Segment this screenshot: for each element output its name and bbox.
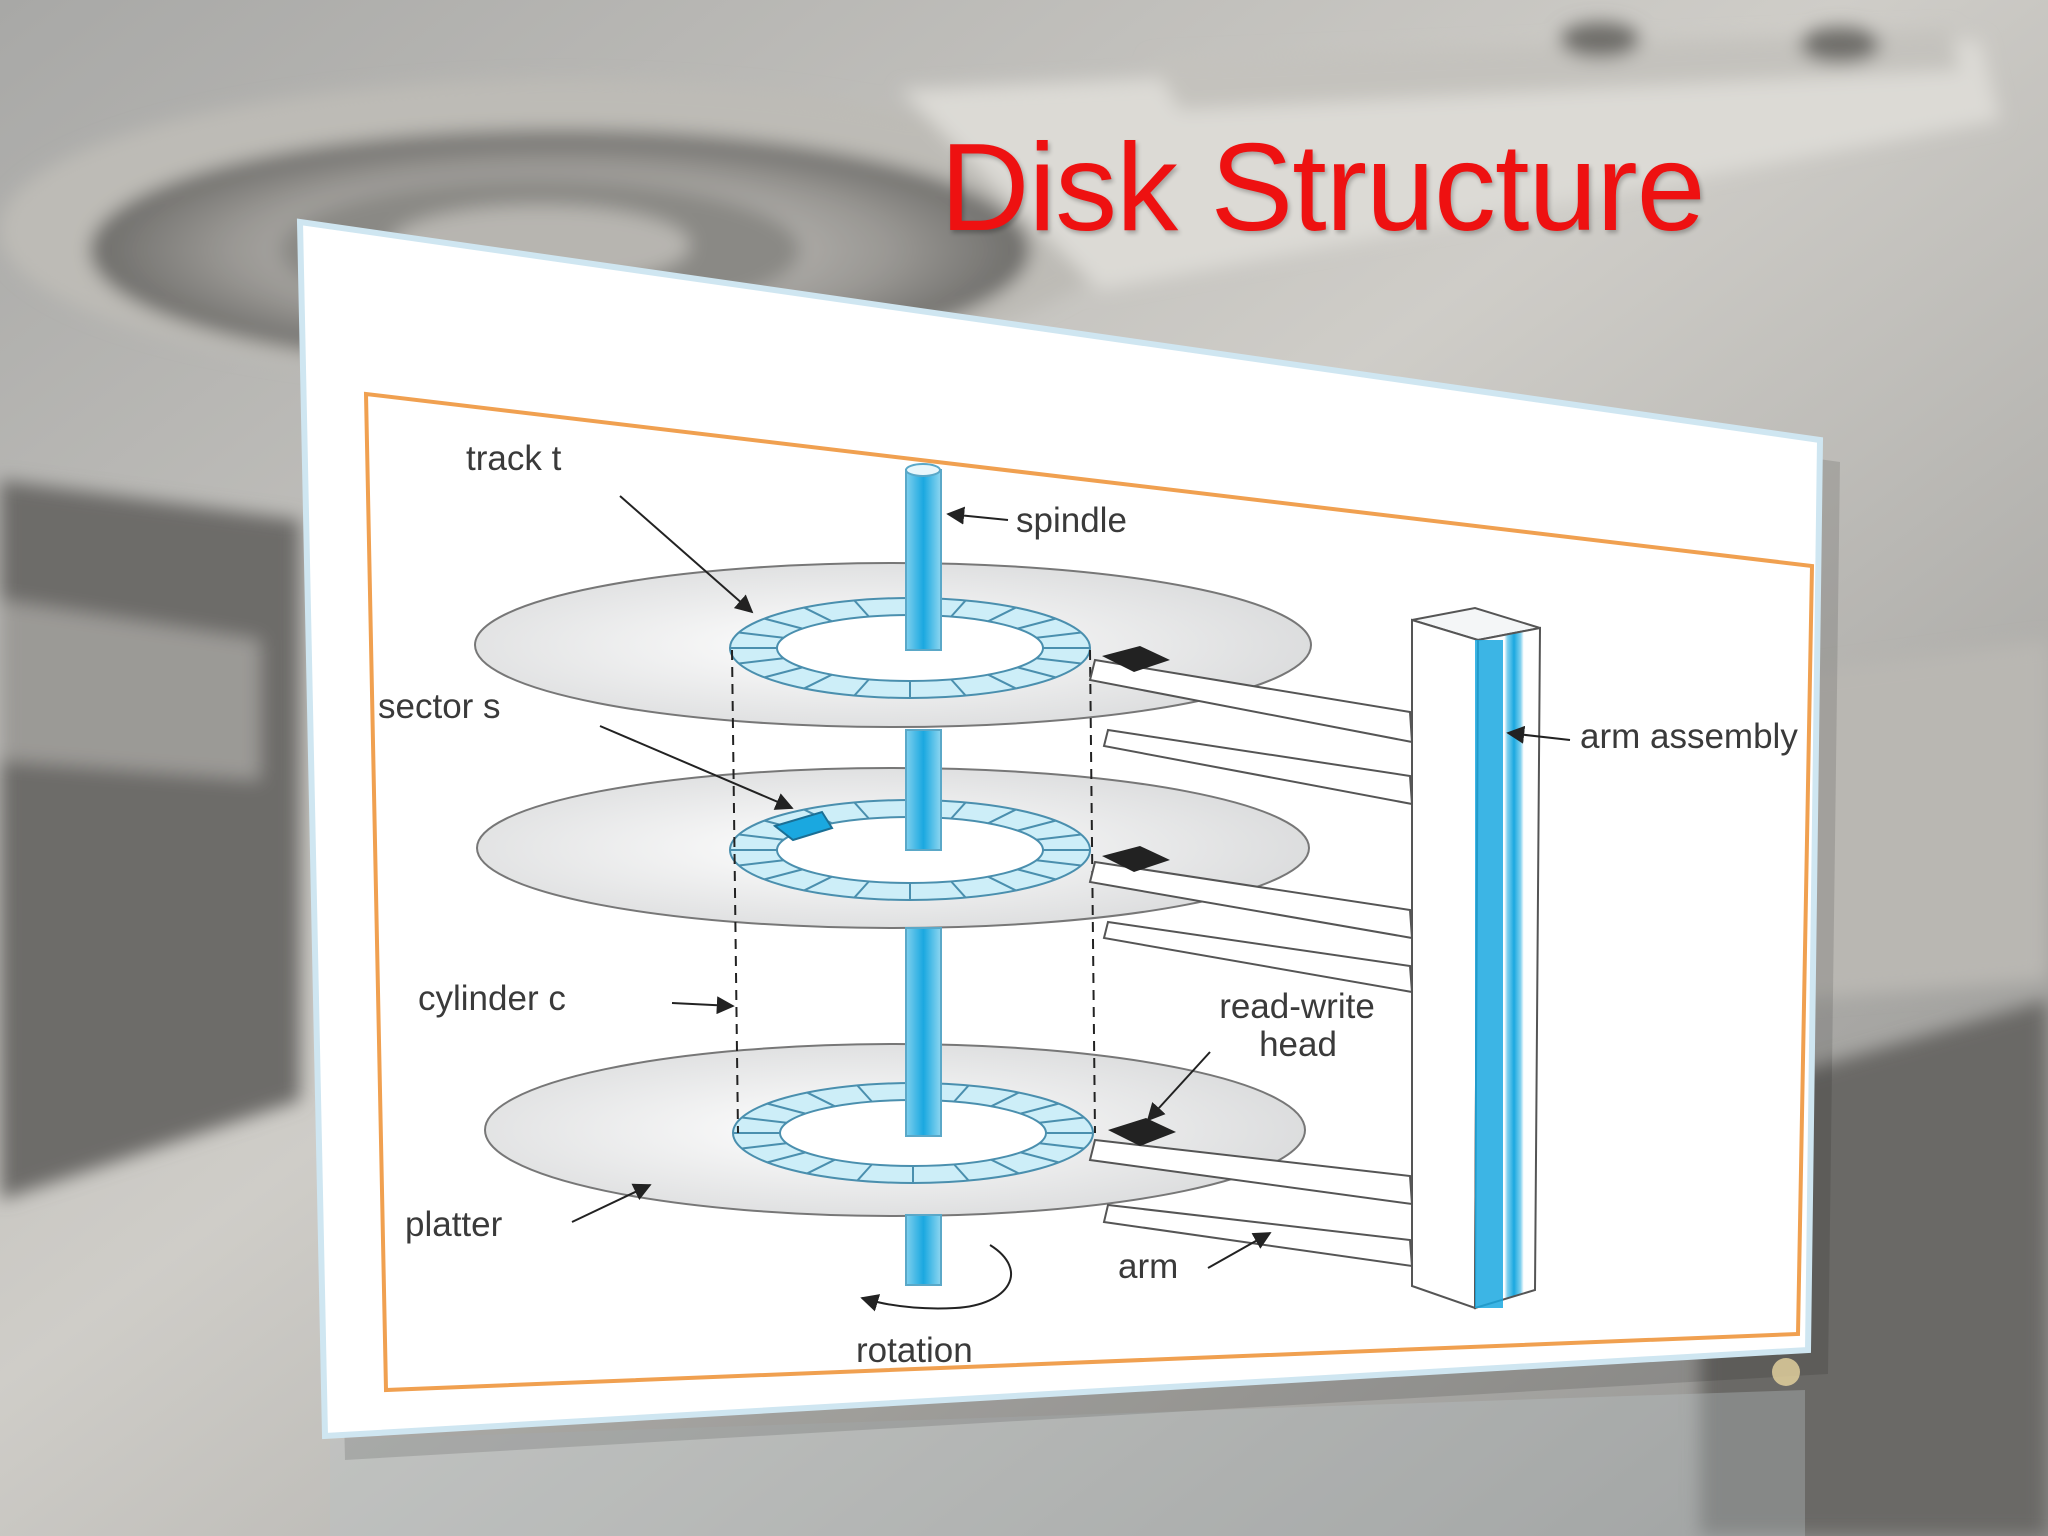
sector-divider <box>1039 1142 1085 1150</box>
sector-divider <box>1036 631 1082 639</box>
read-write-heads <box>1102 646 1176 1146</box>
sector-divider <box>803 606 833 623</box>
read-write-head-label-line2: head <box>1259 1025 1337 1064</box>
sector-divider <box>1036 859 1082 867</box>
sector-leader <box>599 725 794 810</box>
platter-leader <box>571 1183 652 1223</box>
sector-divider <box>856 1163 873 1182</box>
sector-divider <box>990 1158 1020 1175</box>
sector-divider <box>806 1158 836 1175</box>
sector-divider <box>738 833 784 841</box>
sector-divider <box>950 599 967 618</box>
track-label: track t <box>466 439 562 478</box>
sector-divider <box>853 678 870 697</box>
sector-divider <box>950 801 967 820</box>
sector-divider <box>1036 833 1082 841</box>
platter-label: platter <box>405 1205 503 1244</box>
sector-divider <box>741 1142 787 1150</box>
sector-divider <box>987 808 1017 825</box>
sector-divider <box>953 1163 970 1182</box>
sector-divider <box>764 617 803 630</box>
sector-divider <box>950 880 967 899</box>
sector-divider <box>738 631 784 639</box>
sector-divider <box>1039 1116 1085 1124</box>
sector-highlight <box>772 810 834 842</box>
sector-divider <box>987 673 1017 690</box>
sector-divider <box>1017 868 1056 881</box>
sector-divider <box>767 1151 806 1164</box>
sector-divider <box>767 1102 806 1115</box>
track-leader <box>619 495 754 614</box>
sector-divider <box>741 1116 787 1124</box>
sector-label: sector s <box>378 687 501 726</box>
read-write-head-label: read-write <box>1219 987 1375 1026</box>
cylinder <box>731 649 1096 1134</box>
spindle-label: spindle <box>1016 501 1127 540</box>
arms <box>1088 658 1414 1268</box>
sector-divider <box>853 880 870 899</box>
sector-divider <box>853 801 870 820</box>
sector-divider <box>987 606 1017 623</box>
sector-divider <box>853 599 870 618</box>
sector-divider <box>1036 657 1082 665</box>
sector-divider <box>953 1084 970 1103</box>
sector-divider <box>806 1091 836 1108</box>
sector-divider <box>803 673 833 690</box>
sector-divider <box>987 875 1017 892</box>
arm-leader <box>1207 1232 1272 1269</box>
sector-divider <box>856 1084 873 1103</box>
sector-divider <box>1017 819 1056 832</box>
arm-assembly-label: arm assembly <box>1580 717 1798 756</box>
sector-divider <box>1020 1102 1059 1115</box>
spindle <box>905 463 942 1286</box>
rotation-arrow <box>860 1244 1012 1312</box>
sector-divider <box>1017 617 1056 630</box>
sector-divider <box>738 859 784 867</box>
sector-divider <box>1020 1151 1059 1164</box>
read-write-head-leader <box>1146 1051 1211 1122</box>
sector-divider <box>764 868 803 881</box>
sector-divider <box>738 657 784 665</box>
corner-decoration <box>1772 1358 1800 1386</box>
arm-assembly-leader <box>1506 725 1571 744</box>
diagram-frame <box>363 391 1815 1393</box>
sector-divider <box>1017 666 1056 679</box>
sector-divider <box>764 666 803 679</box>
cylinder-leader <box>671 996 735 1015</box>
slide-title: Disk Structure <box>940 119 1706 257</box>
cylinder-label: cylinder c <box>418 979 566 1018</box>
sector-divider <box>950 678 967 697</box>
spindle-leader <box>946 506 1009 525</box>
arm-assembly <box>1411 606 1542 1310</box>
rotation-label: rotation <box>856 1331 973 1370</box>
sector-divider <box>990 1091 1020 1108</box>
arm-label: arm <box>1118 1247 1178 1286</box>
sector-divider <box>803 875 833 892</box>
